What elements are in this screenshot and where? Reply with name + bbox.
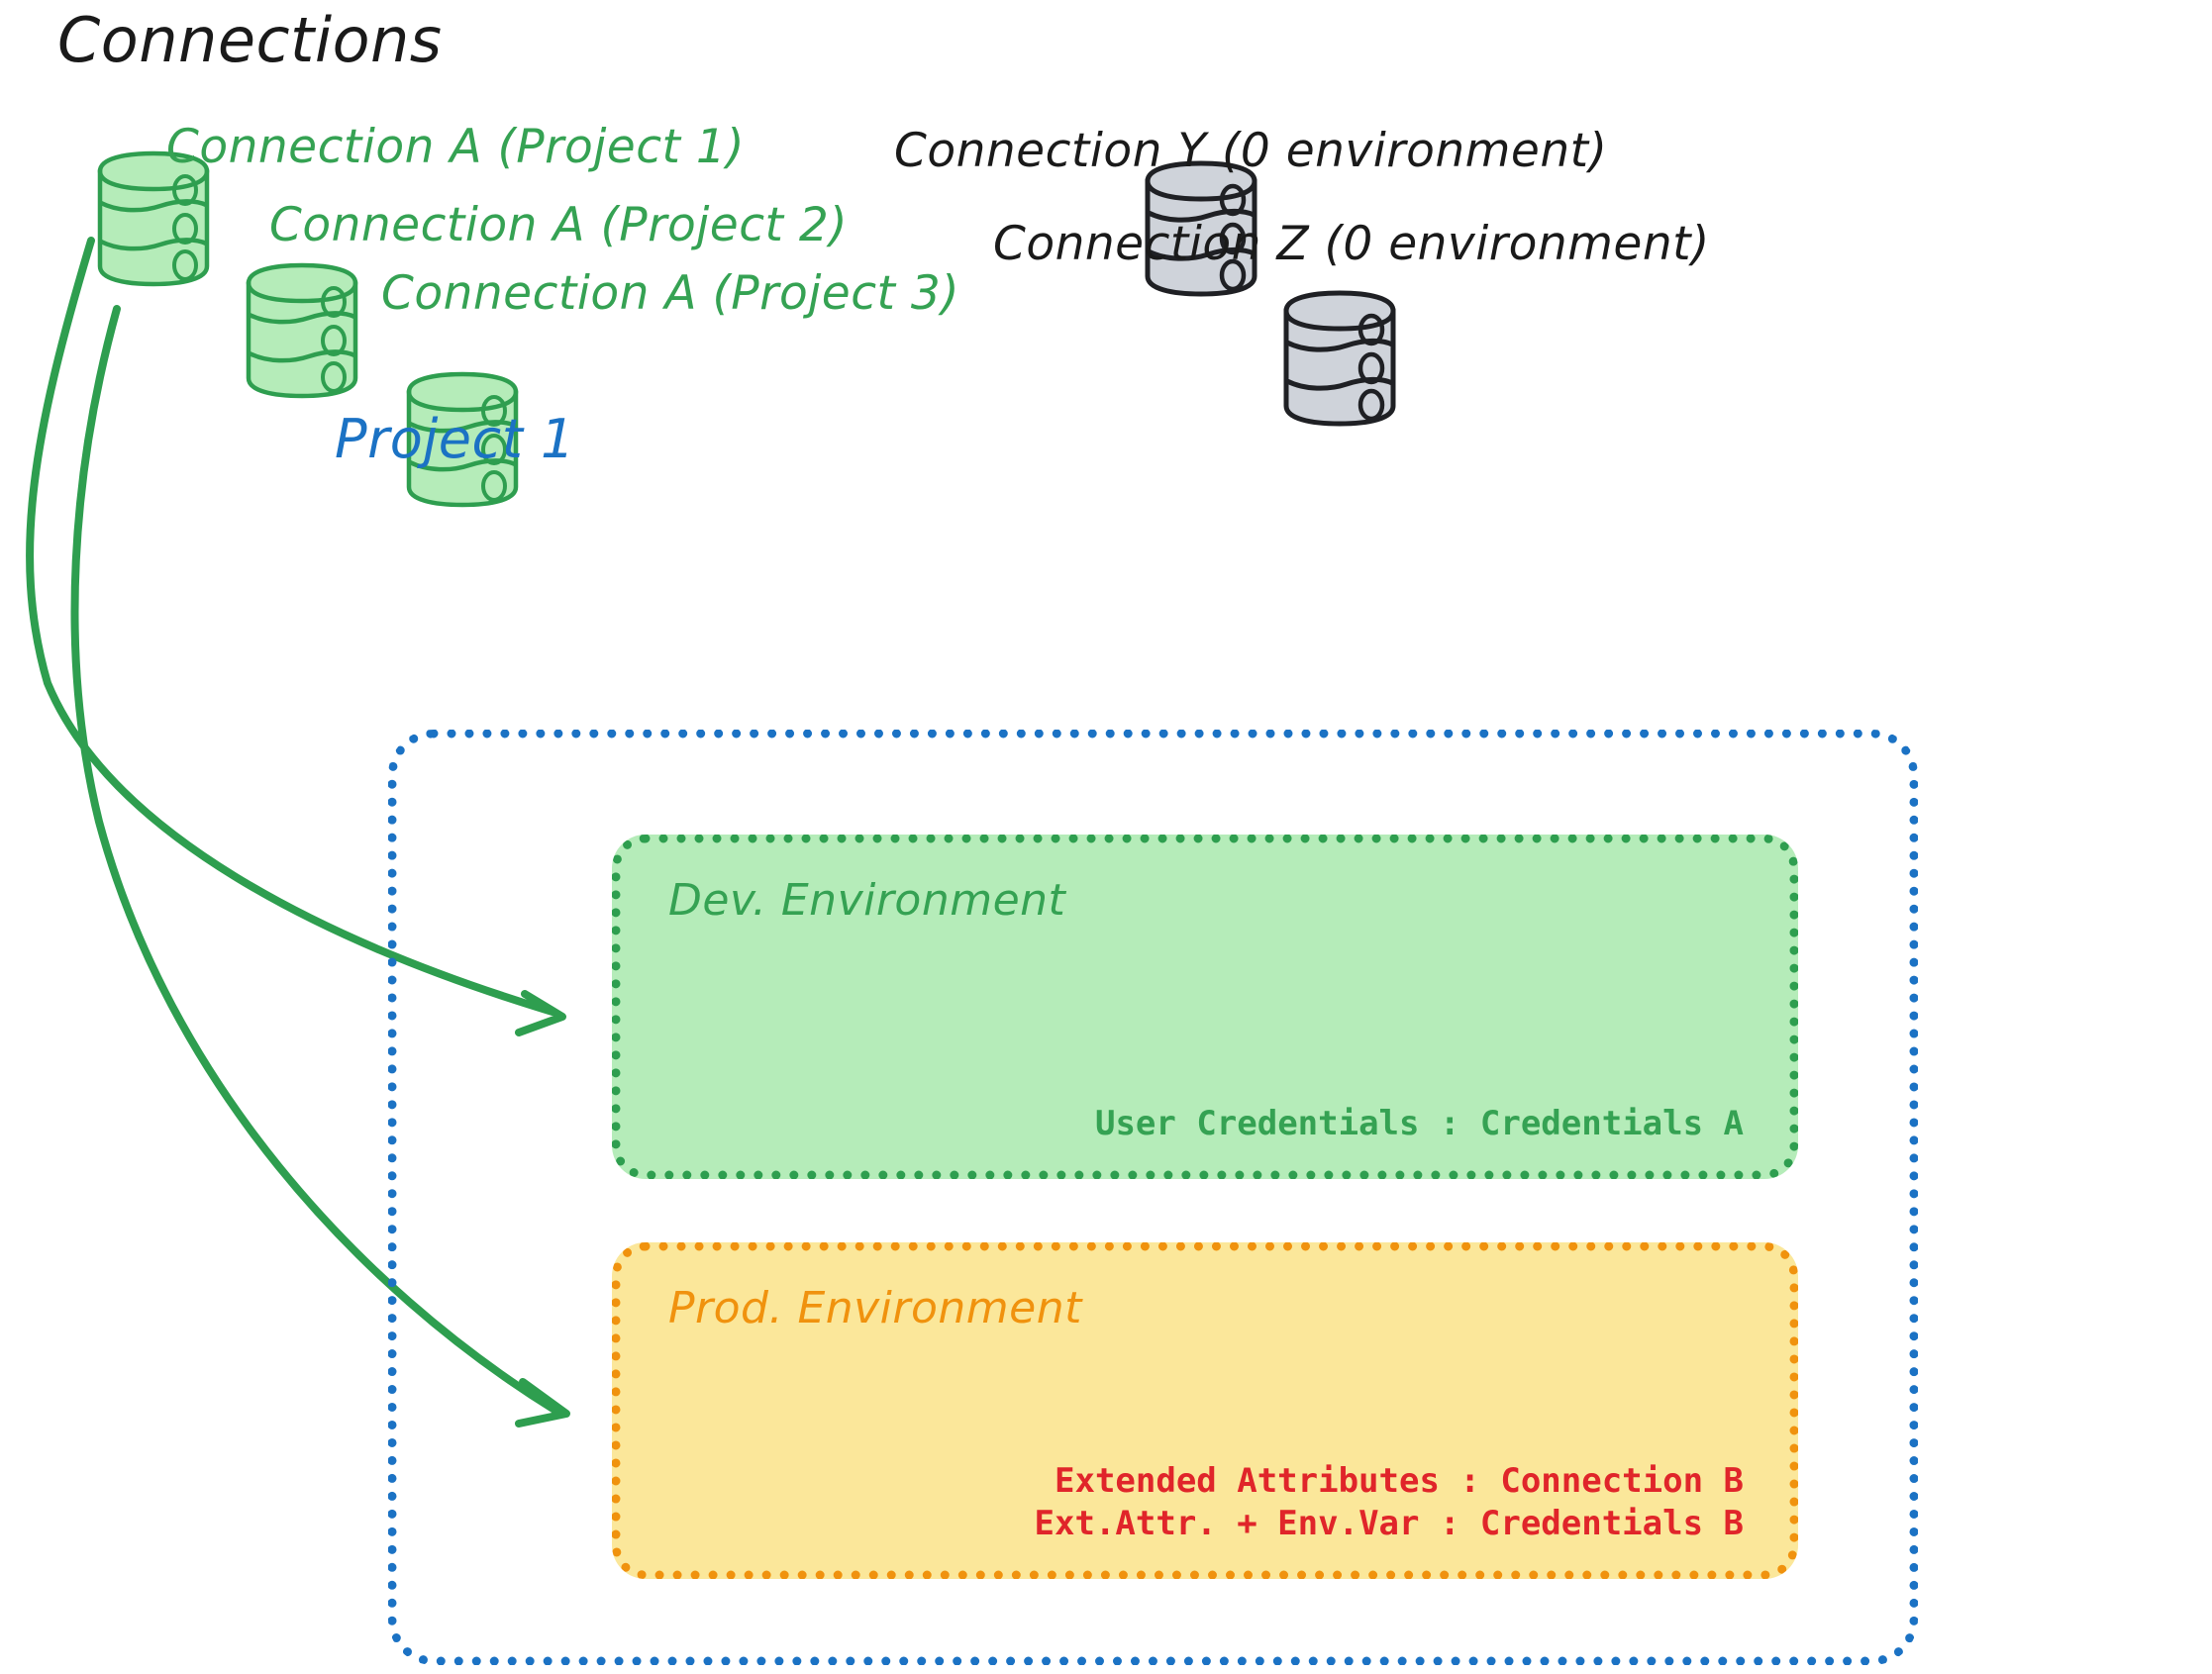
connection-label-y: Connection Y (0 environment) <box>894 124 1608 178</box>
dev-environment-line-1: User Credentials : Credentials A <box>1094 1104 1744 1144</box>
page-title: Connections <box>57 4 443 76</box>
connection-label-z: Connection Z (0 environment) <box>993 217 1710 271</box>
dev-environment-attributes: User Credentials : Credentials A <box>1095 1103 1744 1146</box>
prod-environment-line-2: Ext.Attr. + Env.Var : Credentials B <box>1034 1504 1744 1544</box>
project-1-container <box>388 730 1918 1665</box>
connection-label-a-project-2: Connection A (Project 2) <box>269 198 849 252</box>
database-cylinder-icon-connection-a-project-2 <box>248 264 356 397</box>
connection-label-a-project-3: Connection A (Project 3) <box>381 266 960 321</box>
dev-environment-box: Dev. Environment User Credentials : Cred… <box>612 835 1798 1179</box>
database-cylinder-icon-connection-z <box>1285 292 1394 425</box>
prod-environment-title: Prod. Environment <box>668 1283 1082 1333</box>
prod-environment-attributes: Extended Attributes : Connection B Ext.A… <box>1035 1460 1744 1546</box>
project-title: Project 1 <box>335 408 575 470</box>
prod-environment-box: Prod. Environment Extended Attributes : … <box>612 1242 1798 1579</box>
prod-environment-line-1: Extended Attributes : Connection B <box>1055 1460 1744 1501</box>
connection-label-a-project-1: Connection A (Project 1) <box>166 120 746 174</box>
dev-environment-title: Dev. Environment <box>668 875 1066 926</box>
